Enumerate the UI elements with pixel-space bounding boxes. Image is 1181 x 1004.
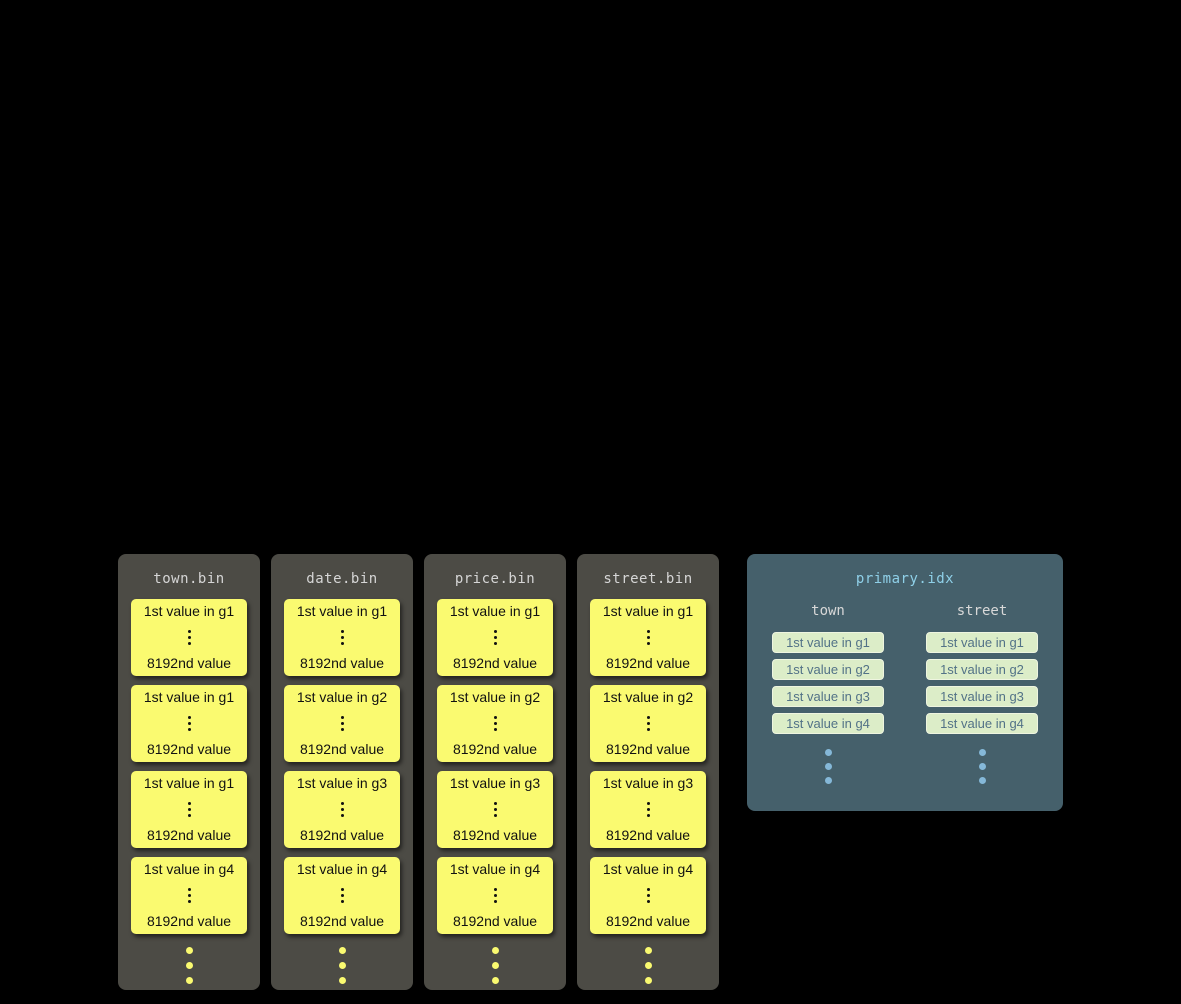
vertical-ellipsis-icon — [646, 629, 650, 645]
granule-card: 1st value in g1 8192nd value — [284, 599, 400, 676]
index-entry: 1st value in g4 — [772, 713, 884, 734]
granule-first-value: 1st value in g3 — [296, 775, 388, 791]
granule-card-stack: 1st value in g1 8192nd value 1st value i… — [131, 599, 247, 934]
vertical-ellipsis-icon — [187, 629, 191, 645]
granule-first-value: 1st value in g4 — [143, 861, 235, 877]
granule-card: 1st value in g4 8192nd value — [131, 857, 247, 934]
index-entry: 1st value in g3 — [772, 686, 884, 707]
granule-last-value: 8192nd value — [299, 912, 385, 929]
vertical-ellipsis-icon — [646, 715, 650, 731]
granule-first-value: 1st value in g1 — [143, 775, 235, 791]
granule-last-value: 8192nd value — [146, 912, 232, 929]
bin-files-row: town.bin 1st value in g1 8192nd value 1s… — [118, 554, 719, 990]
granule-first-value: 1st value in g2 — [296, 689, 388, 705]
granule-card: 1st value in g2 8192nd value — [437, 685, 553, 762]
granule-last-value: 8192nd value — [605, 654, 691, 671]
bin-file-title: price.bin — [454, 571, 536, 587]
index-column-street: street 1st value in g1 1st value in g2 1… — [926, 603, 1038, 784]
vertical-ellipsis-icon — [187, 887, 191, 903]
more-granules-ellipsis-icon — [590, 947, 706, 984]
granule-card: 1st value in g2 8192nd value — [590, 685, 706, 762]
bin-file-title: town.bin — [153, 571, 225, 587]
vertical-ellipsis-icon — [493, 801, 497, 817]
granule-first-value: 1st value in g3 — [449, 775, 541, 791]
granule-first-value: 1st value in g4 — [296, 861, 388, 877]
granule-card: 1st value in g3 8192nd value — [437, 771, 553, 848]
granule-last-value: 8192nd value — [146, 826, 232, 843]
granule-card: 1st value in g2 8192nd value — [284, 685, 400, 762]
bin-file-title: date.bin — [306, 571, 378, 587]
granule-last-value: 8192nd value — [146, 740, 232, 757]
granule-last-value: 8192nd value — [452, 912, 538, 929]
primary-index-title: primary.idx — [855, 571, 955, 587]
granule-last-value: 8192nd value — [452, 740, 538, 757]
granule-last-value: 8192nd value — [299, 740, 385, 757]
more-granules-ellipsis-icon — [131, 947, 247, 984]
index-entry: 1st value in g2 — [772, 659, 884, 680]
bin-file-title: street.bin — [603, 571, 693, 587]
granule-card: 1st value in g1 8192nd value — [131, 685, 247, 762]
index-column-header: street — [956, 603, 1008, 619]
index-entry: 1st value in g1 — [772, 632, 884, 653]
more-granules-ellipsis-icon — [284, 947, 400, 984]
granule-first-value: 1st value in g4 — [602, 861, 694, 877]
index-entry: 1st value in g2 — [926, 659, 1038, 680]
primary-index-panel: primary.idx town 1st value in g1 1st val… — [747, 554, 1063, 811]
granule-card: 1st value in g1 8192nd value — [590, 599, 706, 676]
bin-file-panel-price: price.bin 1st value in g1 8192nd value 1… — [424, 554, 566, 990]
bin-file-panel-street: street.bin 1st value in g1 8192nd value … — [577, 554, 719, 990]
granule-last-value: 8192nd value — [299, 826, 385, 843]
granule-card: 1st value in g1 8192nd value — [131, 599, 247, 676]
granule-card: 1st value in g4 8192nd value — [590, 857, 706, 934]
granule-card: 1st value in g4 8192nd value — [437, 857, 553, 934]
granule-last-value: 8192nd value — [452, 826, 538, 843]
granule-first-value: 1st value in g1 — [449, 603, 541, 619]
bin-file-panel-date: date.bin 1st value in g1 8192nd value 1s… — [271, 554, 413, 990]
index-entry: 1st value in g4 — [926, 713, 1038, 734]
more-granules-ellipsis-icon — [437, 947, 553, 984]
granule-card: 1st value in g3 8192nd value — [284, 771, 400, 848]
granule-first-value: 1st value in g2 — [602, 689, 694, 705]
granule-first-value: 1st value in g1 — [602, 603, 694, 619]
granule-first-value: 1st value in g2 — [449, 689, 541, 705]
granule-first-value: 1st value in g1 — [296, 603, 388, 619]
granule-card: 1st value in g3 8192nd value — [590, 771, 706, 848]
vertical-ellipsis-icon — [493, 629, 497, 645]
granule-last-value: 8192nd value — [452, 654, 538, 671]
vertical-ellipsis-icon — [646, 887, 650, 903]
granule-last-value: 8192nd value — [605, 826, 691, 843]
vertical-ellipsis-icon — [340, 629, 344, 645]
vertical-ellipsis-icon — [187, 801, 191, 817]
more-entries-ellipsis-icon — [824, 749, 832, 784]
granule-first-value: 1st value in g1 — [143, 689, 235, 705]
vertical-ellipsis-icon — [187, 715, 191, 731]
granule-last-value: 8192nd value — [605, 912, 691, 929]
index-column-town: town 1st value in g1 1st value in g2 1st… — [772, 603, 884, 784]
granule-last-value: 8192nd value — [299, 654, 385, 671]
granule-card-stack: 1st value in g1 8192nd value 1st value i… — [284, 599, 400, 934]
vertical-ellipsis-icon — [493, 715, 497, 731]
granule-card: 1st value in g1 8192nd value — [437, 599, 553, 676]
index-entry: 1st value in g1 — [926, 632, 1038, 653]
vertical-ellipsis-icon — [493, 887, 497, 903]
granule-first-value: 1st value in g4 — [449, 861, 541, 877]
vertical-ellipsis-icon — [340, 801, 344, 817]
index-column-header: town — [811, 603, 845, 619]
bin-file-panel-town: town.bin 1st value in g1 8192nd value 1s… — [118, 554, 260, 990]
vertical-ellipsis-icon — [340, 715, 344, 731]
granule-card: 1st value in g4 8192nd value — [284, 857, 400, 934]
granule-first-value: 1st value in g3 — [602, 775, 694, 791]
vertical-ellipsis-icon — [340, 887, 344, 903]
more-entries-ellipsis-icon — [978, 749, 986, 784]
granule-first-value: 1st value in g1 — [143, 603, 235, 619]
vertical-ellipsis-icon — [646, 801, 650, 817]
granule-card-stack: 1st value in g1 8192nd value 1st value i… — [437, 599, 553, 934]
index-entry: 1st value in g3 — [926, 686, 1038, 707]
primary-index-columns: town 1st value in g1 1st value in g2 1st… — [747, 603, 1063, 784]
granule-last-value: 8192nd value — [146, 654, 232, 671]
granule-card-stack: 1st value in g1 8192nd value 1st value i… — [590, 599, 706, 934]
granule-card: 1st value in g1 8192nd value — [131, 771, 247, 848]
granule-last-value: 8192nd value — [605, 740, 691, 757]
